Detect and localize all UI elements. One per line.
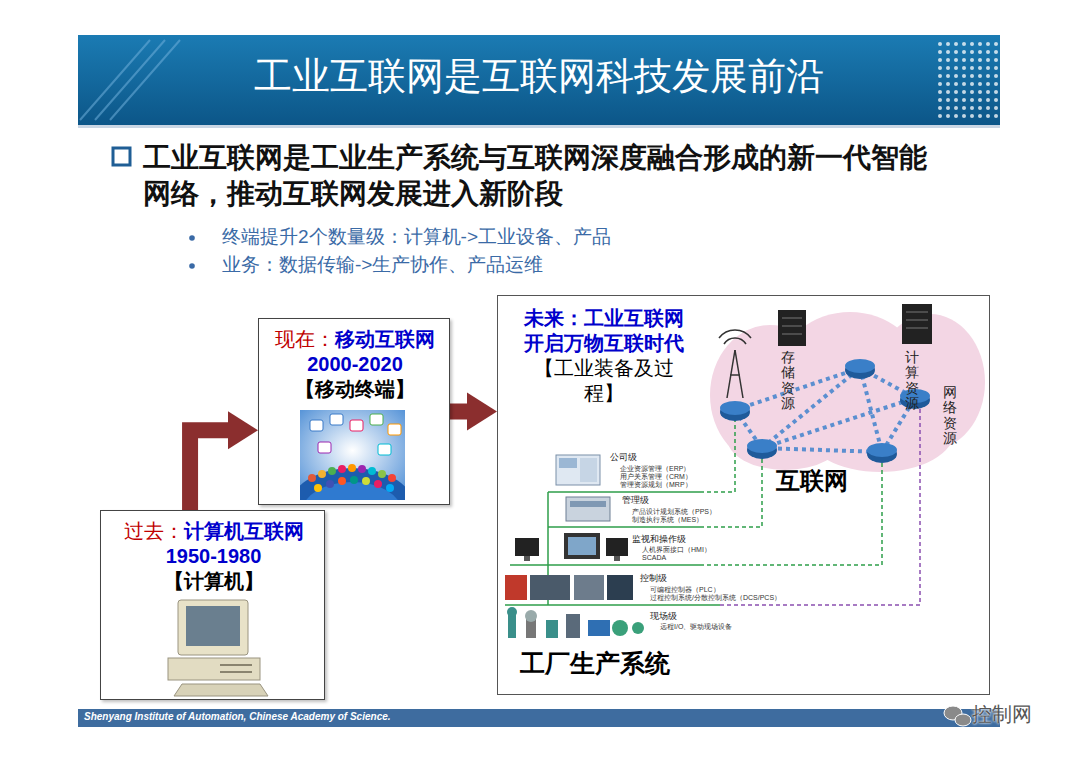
system-name: 可编程控制器（PLC） — [650, 586, 720, 594]
flow-arrow — [190, 411, 258, 510]
level-name: 现场级 — [650, 612, 677, 622]
arrow-shaft — [450, 404, 467, 420]
text-line: 过去：计算机互联网 — [101, 519, 326, 544]
router-icon — [720, 359, 930, 463]
node-text-part: 【工业装备及过程】 — [534, 357, 674, 404]
bullet-square — [113, 148, 130, 165]
level-name: 控制级 — [640, 574, 667, 584]
system-name: 过程控制系统/分散控制系统（DCS/PCS） — [650, 594, 781, 602]
internet-cloud — [710, 312, 985, 472]
resource-label: 网络资源 — [943, 385, 957, 447]
footer-bar — [78, 709, 1000, 727]
node-text-part: 计算机互联网 — [184, 520, 304, 542]
network-label: 互联网 — [776, 467, 848, 496]
system-name: 企业资源管理（ERP） — [620, 465, 690, 473]
text-line: 现在：移动互联网 — [259, 327, 451, 352]
title-streaks — [80, 40, 180, 120]
server-icon — [778, 304, 932, 346]
node-text-part: 移动互联网 — [335, 328, 435, 350]
node-text: 未来：工业互联网 开启万物互联时代【工业装备及过程】 — [518, 306, 690, 406]
era-box: 现在：移动互联网2000-2020【移动终端】 — [258, 318, 450, 505]
watermark: 控制网 — [972, 702, 1032, 726]
uplink — [700, 407, 920, 605]
watermark-icon — [944, 706, 971, 726]
slide-title: 工业互联网是互联网科技发展前沿 — [78, 52, 1000, 100]
text-line: 未来：工业互联网 开启万物互联时代 — [518, 306, 690, 356]
title-rule — [78, 125, 1000, 128]
factory-label: 工厂生产系统 — [520, 648, 670, 678]
system-name: 人机界面接口（HMI） — [642, 546, 711, 554]
mobile-picture — [300, 410, 405, 500]
node-text-part: 过去： — [124, 520, 184, 542]
bullet-dot — [189, 235, 195, 241]
future-box: 未来：工业互联网 开启万物互联时代【工业装备及过程】 — [497, 295, 990, 695]
flow-arrow — [450, 393, 497, 431]
text-line: 1950-1980 — [101, 544, 326, 569]
bullet-dot — [189, 263, 195, 269]
node-text-part: 1950-1980 — [166, 545, 262, 567]
footer-text: Shenyang Institute of Automation, Chines… — [84, 711, 391, 723]
arrow-head — [228, 411, 258, 449]
node-text: 现在：移动互联网2000-2020【移动终端】 — [259, 327, 451, 402]
network-link — [735, 368, 915, 452]
text-line: 【工业装备及过程】 — [518, 356, 690, 406]
node-text-part: 现在： — [275, 328, 335, 350]
resource-label: 计算资源 — [905, 350, 919, 412]
era-box: 过去：计算机互联网1950-1980【计算机】 — [100, 510, 325, 700]
node-text-part: 未来：工业互联网 开启万物互联时代 — [524, 307, 684, 354]
dot-pattern — [938, 38, 998, 122]
level-name: 公司级 — [610, 453, 637, 463]
node-text: 过去：计算机互联网1950-1980【计算机】 — [101, 519, 326, 594]
bullet-heading: 工业互联网是工业生产系统与互联网深度融合形成的新一代智能网络，推动互联网发展进入… — [143, 140, 953, 212]
node-text-part: 2000-2020 — [307, 353, 403, 375]
system-name: 远程I/O、驱动现场设备 — [660, 623, 732, 631]
text-line: 【计算机】 — [101, 569, 326, 594]
arrow-shaft — [190, 430, 228, 510]
level-name: 监视和操作级 — [632, 535, 686, 545]
system-name: 制造执行系统（MES） — [632, 516, 703, 524]
node-text-part: 【移动终端】 — [295, 378, 415, 400]
computer-picture — [168, 600, 268, 696]
node-text-part: 【计算机】 — [164, 570, 264, 592]
system-name: 用户关系管理（CRM） — [620, 473, 692, 481]
factory-bus — [505, 492, 720, 605]
text-line: 【移动终端】 — [259, 377, 451, 402]
system-name: SCADA — [642, 554, 666, 562]
system-name: 管理资源规划（MRP） — [620, 481, 692, 489]
title-bar — [78, 35, 1000, 125]
arrow-head — [467, 393, 497, 431]
antenna-icon — [719, 330, 751, 398]
level-name: 管理级 — [622, 496, 649, 506]
bullet-text: 终端提升2个数量级：计算机->工业设备、产品 — [222, 226, 611, 249]
bullet-text: 业务：数据传输->生产协作、产品运维 — [222, 254, 543, 277]
text-line: 2000-2020 — [259, 352, 451, 377]
resource-label: 存储资源 — [781, 350, 795, 412]
system-name: 产品设计规划系统（PPS） — [632, 508, 716, 516]
